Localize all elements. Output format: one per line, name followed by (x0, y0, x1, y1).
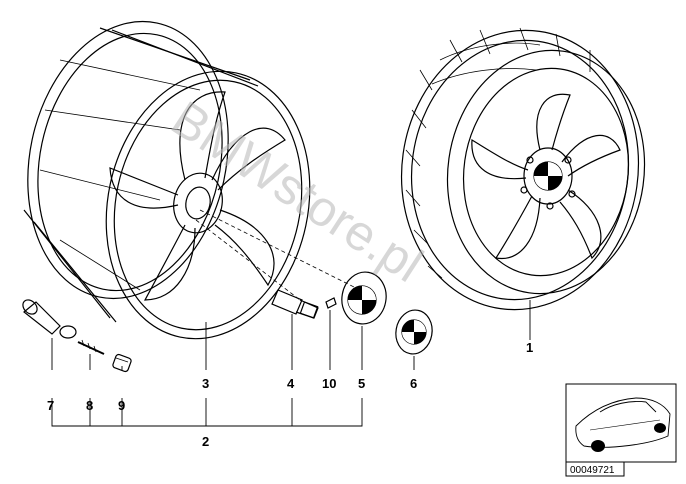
diagram-id: 00049721 (570, 465, 615, 476)
valve-cap-drawing (112, 353, 132, 373)
leader-lines (51, 300, 531, 427)
rim-drawing (23, 20, 311, 340)
hub-cap-drawing (341, 271, 387, 325)
vehicle-inset: 00049721 (565, 383, 677, 477)
complete-wheel-drawing (400, 27, 646, 311)
emblem-drawing (395, 309, 433, 355)
callout-8: 8 (86, 398, 93, 413)
callout-10: 10 (322, 376, 336, 391)
callout-3: 3 (202, 376, 209, 391)
callout-2: 2 (202, 434, 209, 449)
callout-9: 9 (118, 398, 125, 413)
callout-7: 7 (47, 398, 54, 413)
clip-drawing (325, 297, 337, 309)
callout-1: 1 (526, 340, 533, 355)
callout-5: 5 (358, 376, 365, 391)
wheel-bolt-drawing (271, 289, 319, 319)
callout-6: 6 (410, 376, 417, 391)
callout-4: 4 (287, 376, 295, 391)
watermark: BMWstore.pl (162, 90, 433, 293)
valve-core-drawing (77, 339, 105, 355)
valve-drawing (22, 299, 77, 339)
